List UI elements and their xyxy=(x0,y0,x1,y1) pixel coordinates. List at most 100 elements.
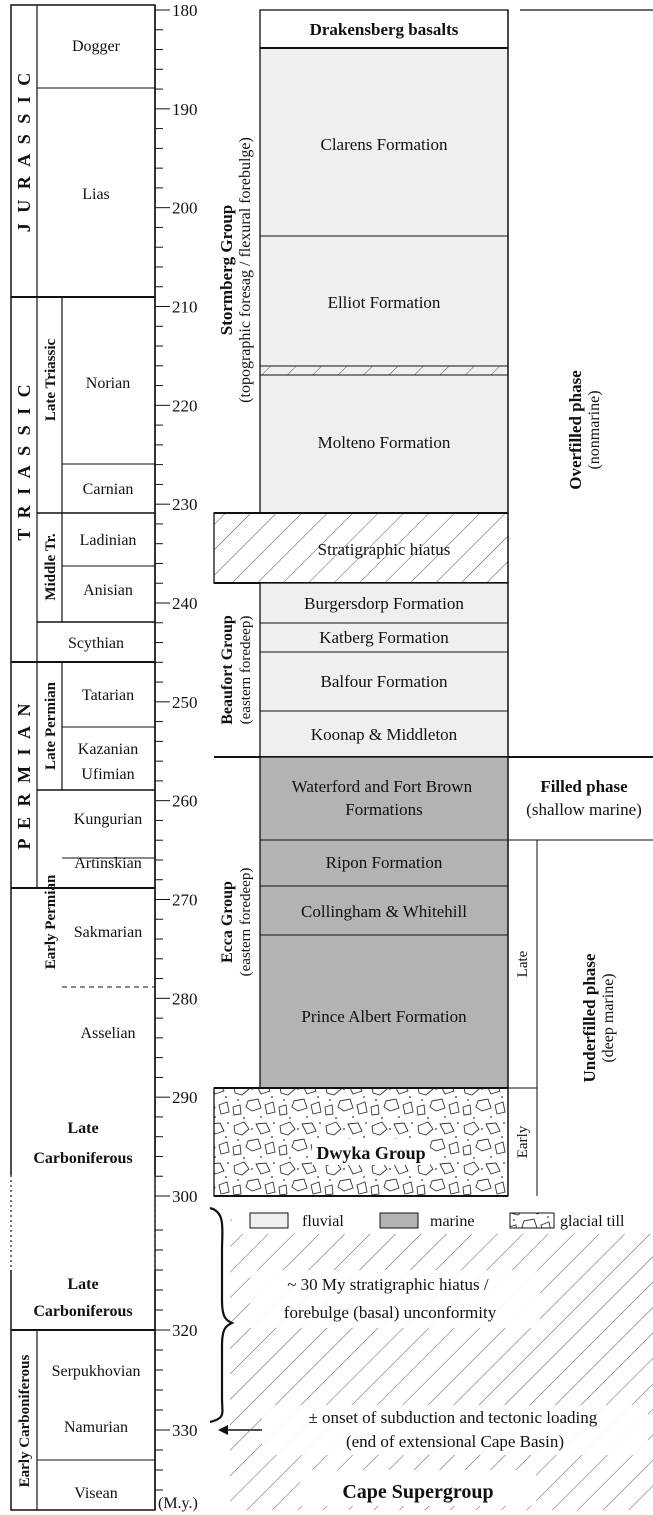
stage-sakmarian: Sakmarian xyxy=(74,924,142,941)
legend-marine-label: marine xyxy=(430,1213,474,1230)
unconformity-bracket xyxy=(209,1206,235,1424)
formation-dwyka-group: Dwyka Group xyxy=(316,1143,425,1163)
formation-collingham-whitehill: Collingham & Whitehill xyxy=(301,902,467,921)
legend: fluvial marine glacial till xyxy=(232,1206,653,1234)
hiatus-note: ~ 30 My stratigraphic hiatus / forebulge… xyxy=(284,1275,497,1322)
legend-glacial-label: glacial till xyxy=(560,1213,625,1230)
legend-fluvial-label: fluvial xyxy=(302,1213,344,1230)
formation-molteno: Molteno Formation xyxy=(318,433,451,452)
stage-visean: Visean xyxy=(74,1485,117,1502)
group-stormberg: Stormberg Group (topographic foresag / f… xyxy=(217,137,254,403)
stage-ufimian: Ufimian xyxy=(81,766,134,783)
scale-label-220: 220 xyxy=(172,396,198,415)
phase-overfilled: Overfilled phase (nonmarine) xyxy=(566,370,603,490)
stage-norian: Norian xyxy=(86,375,130,392)
stage-asselian: Asselian xyxy=(80,1025,135,1042)
hiatus-note-backing xyxy=(250,1270,540,1328)
group-beaufort: Beaufort Group (eastern foredeep) xyxy=(219,615,254,725)
elliot-molteno-hiatus-band xyxy=(259,365,509,376)
underfilled-phase-subtitle: (deep marine) xyxy=(600,973,617,1062)
scale-label-180: 180 xyxy=(172,1,198,20)
beaufort-group-title: Beaufort Group xyxy=(219,615,236,725)
epoch-middle-triassic: Middle Tr. xyxy=(43,533,59,600)
formation-waterford-fort-brown: Waterford and Fort Brown Formations xyxy=(292,777,477,819)
period-jurassic: J U R A S S I C xyxy=(14,70,34,233)
stratigraphic-hiatus-box xyxy=(213,512,509,584)
stage-carnian: Carnian xyxy=(83,481,134,498)
epoch-late-triassic: Late Triassic xyxy=(43,338,59,421)
underfilled-early-label: Early xyxy=(515,1125,531,1158)
stage-scythian: Scythian xyxy=(68,635,124,652)
stormberg-group-title: Stormberg Group xyxy=(217,205,236,336)
filled-phase-subtitle: (shallow marine) xyxy=(526,800,642,819)
stage-anisian: Anisian xyxy=(83,582,133,599)
stormberg-box xyxy=(259,47,509,514)
scale-label-320: 320 xyxy=(172,1321,198,1340)
stage-ladinian: Ladinian xyxy=(80,532,137,549)
subduction-note: ± onset of subduction and tectonic loadi… xyxy=(308,1408,601,1451)
lower-hiatus-area xyxy=(230,1210,653,1510)
scale-label-260: 260 xyxy=(172,792,198,811)
formation-katberg: Katberg Formation xyxy=(319,628,449,647)
age-scale xyxy=(154,5,170,1510)
formation-koonap-middleton: Koonap & Middleton xyxy=(311,725,458,744)
stratigraphic-hiatus-label: Stratigraphic hiatus xyxy=(318,540,451,559)
scale-label-290: 290 xyxy=(172,1088,198,1107)
stage-artinskian: Artinskian xyxy=(74,855,142,872)
scale-label-210: 210 xyxy=(172,298,198,317)
underfilled-late-label: Late xyxy=(515,950,531,977)
footer-backing xyxy=(300,1470,536,1506)
scale-label-240: 240 xyxy=(172,594,198,613)
filled-phase-title: Filled phase xyxy=(540,777,628,796)
stratigraphic-column xyxy=(213,9,653,1510)
formation-balfour: Balfour Formation xyxy=(320,672,448,691)
epoch-early-permian: Early Permian xyxy=(43,874,59,969)
formation-elliot: Elliot Formation xyxy=(328,293,441,312)
stage-dogger: Dogger xyxy=(72,38,121,55)
underfilled-phase-title: Underfilled phase xyxy=(580,953,599,1082)
drakensberg-basalts-box xyxy=(259,9,509,49)
group-ecca: Ecca Group (eastern foredeep) xyxy=(219,868,254,977)
stage-lias: Lias xyxy=(82,186,110,203)
scale-label-200: 200 xyxy=(172,199,198,218)
stage-tatarian: Tatarian xyxy=(82,687,134,704)
phase-underfilled: Underfilled phase (deep marine) xyxy=(580,953,617,1082)
ecca-group-subtitle: (eastern foredeep) xyxy=(238,868,254,977)
scale-label-190: 190 xyxy=(172,100,198,119)
period-permian: P E R M I A N xyxy=(14,700,34,849)
overfilled-phase-subtitle: (nonmarine) xyxy=(586,390,603,469)
stage-kungurian: Kungurian xyxy=(74,811,142,828)
stage-kazanian: Kazanian xyxy=(78,741,138,758)
scale-label-250: 250 xyxy=(172,693,198,712)
legend-marine-swatch xyxy=(379,1212,419,1229)
stage-namurian: Namurian xyxy=(64,1419,128,1436)
stormberg-group-subtitle: (topographic foresag / flexural forebulg… xyxy=(237,137,254,403)
formation-prince-albert: Prince Albert Formation xyxy=(301,1007,467,1026)
overfilled-phase-title: Overfilled phase xyxy=(566,370,585,490)
age-scale-labels: 180 190 200 210 220 230 240 250 260 270 280 290 300 3… xyxy=(172,1,198,1440)
scale-label-230: 230 xyxy=(172,495,198,514)
formation-ripon: Ripon Formation xyxy=(326,853,443,872)
scale-label-270: 270 xyxy=(172,891,198,910)
epoch-late-permian: Late Permian xyxy=(43,681,59,770)
formation-clarens: Clarens Formation xyxy=(320,135,448,154)
dwyka-label-backing xyxy=(312,1139,430,1165)
scale-label-300: 300 xyxy=(172,1187,198,1206)
scale-label-330: 330 xyxy=(172,1421,198,1440)
stage-serpukhovian: Serpukhovian xyxy=(52,1363,141,1380)
formation-drakensberg-basalts: Drakensberg basalts xyxy=(310,20,459,39)
epoch-early-carboniferous: Early Carboniferous xyxy=(17,1355,33,1488)
legend-glacial-swatch xyxy=(509,1212,555,1229)
ecca-group-title: Ecca Group xyxy=(219,881,236,963)
period-triassic: T R I A S S I C xyxy=(14,381,34,540)
scale-label-280: 280 xyxy=(172,989,198,1008)
cape-supergroup-label: Cape Supergroup xyxy=(342,1481,493,1503)
beaufort-group-subtitle: (eastern foredeep) xyxy=(238,616,254,725)
age-unit-label: (M.y.) xyxy=(158,1495,198,1512)
formation-burgersdorp: Burgersdorp Formation xyxy=(304,594,464,613)
legend-fluvial-swatch xyxy=(249,1212,289,1229)
subduction-note-backing xyxy=(262,1405,648,1455)
